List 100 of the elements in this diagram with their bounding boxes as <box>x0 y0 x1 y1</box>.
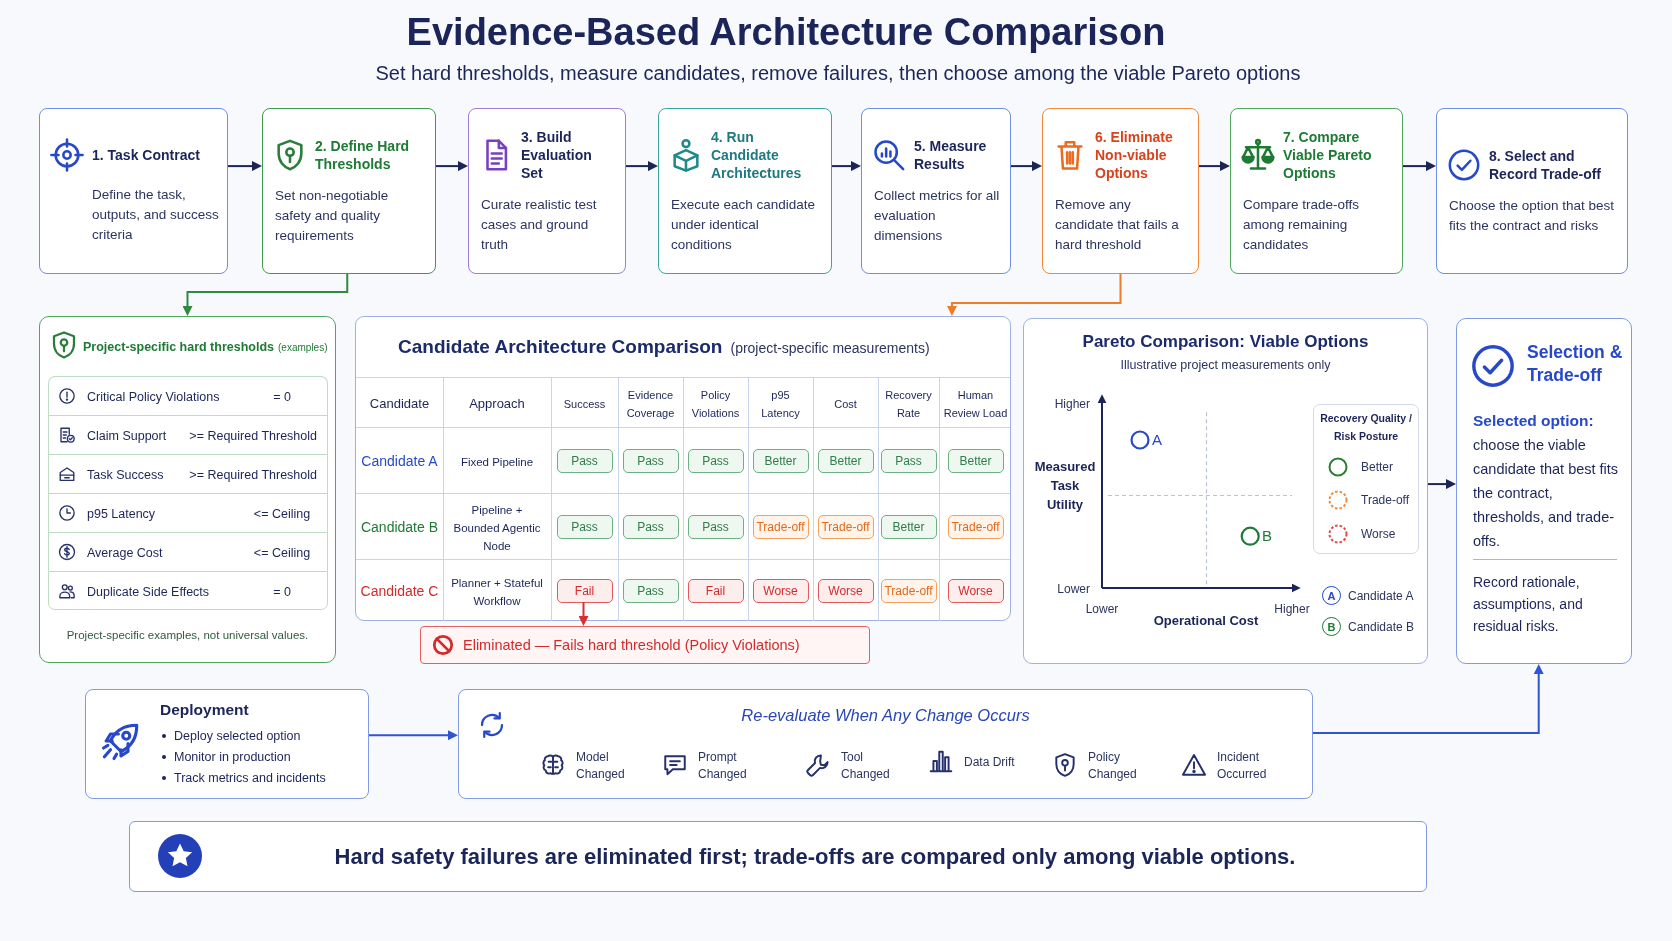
arrow <box>1010 161 1042 172</box>
column-header: Success <box>563 398 606 410</box>
legend-text: Candidate A <box>1348 588 1414 603</box>
selection-note: Record rationale, assumptions, and residual risks. <box>1473 574 1583 634</box>
axis-title: Measured Task Utility <box>1034 458 1096 512</box>
selection-text: Selected option: choose the viable candidate that best fits the contract, thresholds, and trade-offs. <box>1473 413 1619 549</box>
step-card <box>262 108 436 274</box>
status-tag: Trade-off <box>817 515 874 539</box>
step-title: 7. Compare Viable Pareto Options <box>1283 129 1372 181</box>
footnote: Project-specific examples, not universal values. <box>66 629 309 641</box>
step-description: Set non-negotiable safety and quality requirements <box>275 188 389 243</box>
step-description: Remove any candidate that fails a hard threshold <box>1055 197 1179 252</box>
trigger-label: Prompt Changed <box>698 750 747 781</box>
arrow <box>1198 161 1230 172</box>
step-card <box>658 108 832 274</box>
threshold-value: <= Ceiling <box>253 546 311 560</box>
threshold-name: Average Cost <box>87 546 163 560</box>
elimination-text: Eliminated — Fails hard threshold (Policy Violations) <box>463 637 800 653</box>
axis-end-label: Lower <box>1085 602 1119 616</box>
bullet-text: Deploy selected option <box>174 728 301 745</box>
step-title: 1. Task Contract <box>92 147 200 163</box>
arrow <box>946 273 1122 316</box>
subtitle: Set hard thresholds, measure candidates, remove failures, then choose among the viable Pareto options <box>375 61 1301 84</box>
column-header: Recovery Rate <box>885 389 932 419</box>
column-header: Evidence Coverage <box>626 389 675 419</box>
status-tag: Pass <box>556 515 613 539</box>
column-header: Cost <box>834 398 857 410</box>
legend-text: Worse <box>1361 527 1396 541</box>
step-description: Define the task, outputs, and success criteria <box>92 187 219 242</box>
status-tag: Fail <box>556 579 613 603</box>
threshold-value: >= Required Threshold <box>189 468 317 482</box>
step-card <box>1436 108 1628 274</box>
chart-panel <box>1023 318 1428 664</box>
status-tag: Trade-off <box>880 579 937 603</box>
status-tag: Fail <box>687 579 744 603</box>
point-label: B <box>1262 527 1272 544</box>
summary-banner <box>129 821 1427 892</box>
status-tag: Pass <box>687 515 744 539</box>
row-header: Candidate A <box>361 453 438 469</box>
bullet-text: Track metrics and incidents <box>174 770 326 787</box>
table-title: Candidate Architecture Comparison <box>398 336 723 357</box>
trigger-label: Incident Occurred <box>1217 750 1267 781</box>
arrow <box>368 730 458 741</box>
step-title: 3. Build Evaluation Set <box>521 129 592 181</box>
summary-text: Hard safety failures are eliminated first; trade-offs are compared only among viable options. <box>334 843 1296 870</box>
status-tag: Better <box>947 449 1004 473</box>
step-description: Compare trade-offs among remaining candidates <box>1243 197 1360 252</box>
status-tag: Worse <box>947 579 1004 603</box>
status-tag: Worse <box>817 579 874 603</box>
step-card <box>861 108 1011 274</box>
step-card <box>39 108 228 274</box>
panel-note: (examples) <box>278 342 328 353</box>
arrow <box>435 161 468 172</box>
step-card <box>1230 108 1403 274</box>
threshold-row <box>48 493 328 532</box>
threshold-row <box>48 376 328 415</box>
threshold-value: <= Ceiling <box>253 507 311 521</box>
panel-title: Selection & Trade-off <box>1527 342 1623 385</box>
legend-title: Recovery Quality / Risk Posture <box>1320 412 1412 442</box>
comparison-table <box>355 316 1011 621</box>
axis-end-label: Lower <box>1057 582 1090 596</box>
step-description: Collect metrics for all evaluation dimensions <box>874 188 1000 243</box>
step-title: 6. Eliminate Non-viable Options <box>1095 129 1173 181</box>
status-tag: Pass <box>622 579 679 603</box>
row-header: Candidate B <box>360 519 439 535</box>
axis-title: Operational Cost <box>1153 612 1259 628</box>
threshold-name: Claim Support <box>87 429 167 443</box>
panel-title: Project-specific hard thresholds <box>83 340 275 354</box>
threshold-name: Duplicate Side Effects <box>87 584 210 599</box>
title: Evidence-Based Architecture Comparison <box>406 11 1166 53</box>
chart-subtitle: Illustrative project measurements only <box>1120 358 1331 372</box>
step-title: 2. Define Hard Thresholds <box>315 138 410 172</box>
status-tag: Worse <box>752 579 809 603</box>
column-header: Candidate <box>369 396 430 411</box>
table-subtitle: (project-specific measurements) <box>730 340 930 356</box>
trigger-label: Data Drift <box>964 754 1015 769</box>
trigger-label: Policy Changed <box>1088 750 1137 781</box>
trigger-label: Tool Changed <box>841 750 890 781</box>
cell-text: Planner + Stateful Workflow <box>451 577 543 607</box>
arrow <box>1427 479 1456 490</box>
cell-text: Fixed Pipeline <box>460 456 534 468</box>
threshold-value: >= Required Threshold <box>189 429 317 443</box>
status-tag: Trade-off <box>947 515 1004 539</box>
step-title: 8. Select and Record Trade-off <box>1489 148 1601 182</box>
threshold-name: Task Success <box>87 468 164 482</box>
reevaluation-panel <box>458 689 1313 799</box>
bullet-text: Monitor in production <box>174 749 291 766</box>
row-header: Candidate C <box>360 583 439 599</box>
threshold-row <box>48 454 328 493</box>
column-header: Approach <box>469 396 525 411</box>
step-description: Execute each candidate under identical conditions <box>671 197 816 252</box>
arrow <box>1312 664 1544 734</box>
column-header: Human Review Load <box>943 389 1008 419</box>
step-description: Choose the option that best fits the contract and risks <box>1449 198 1615 233</box>
status-tag: Better <box>752 449 809 473</box>
step-title: 4. Run Candidate Architectures <box>711 129 802 181</box>
elimination-notice <box>420 626 870 664</box>
status-tag: Pass <box>880 449 937 473</box>
axis-end-label: Higher <box>1274 602 1310 616</box>
step-card <box>1042 108 1199 274</box>
